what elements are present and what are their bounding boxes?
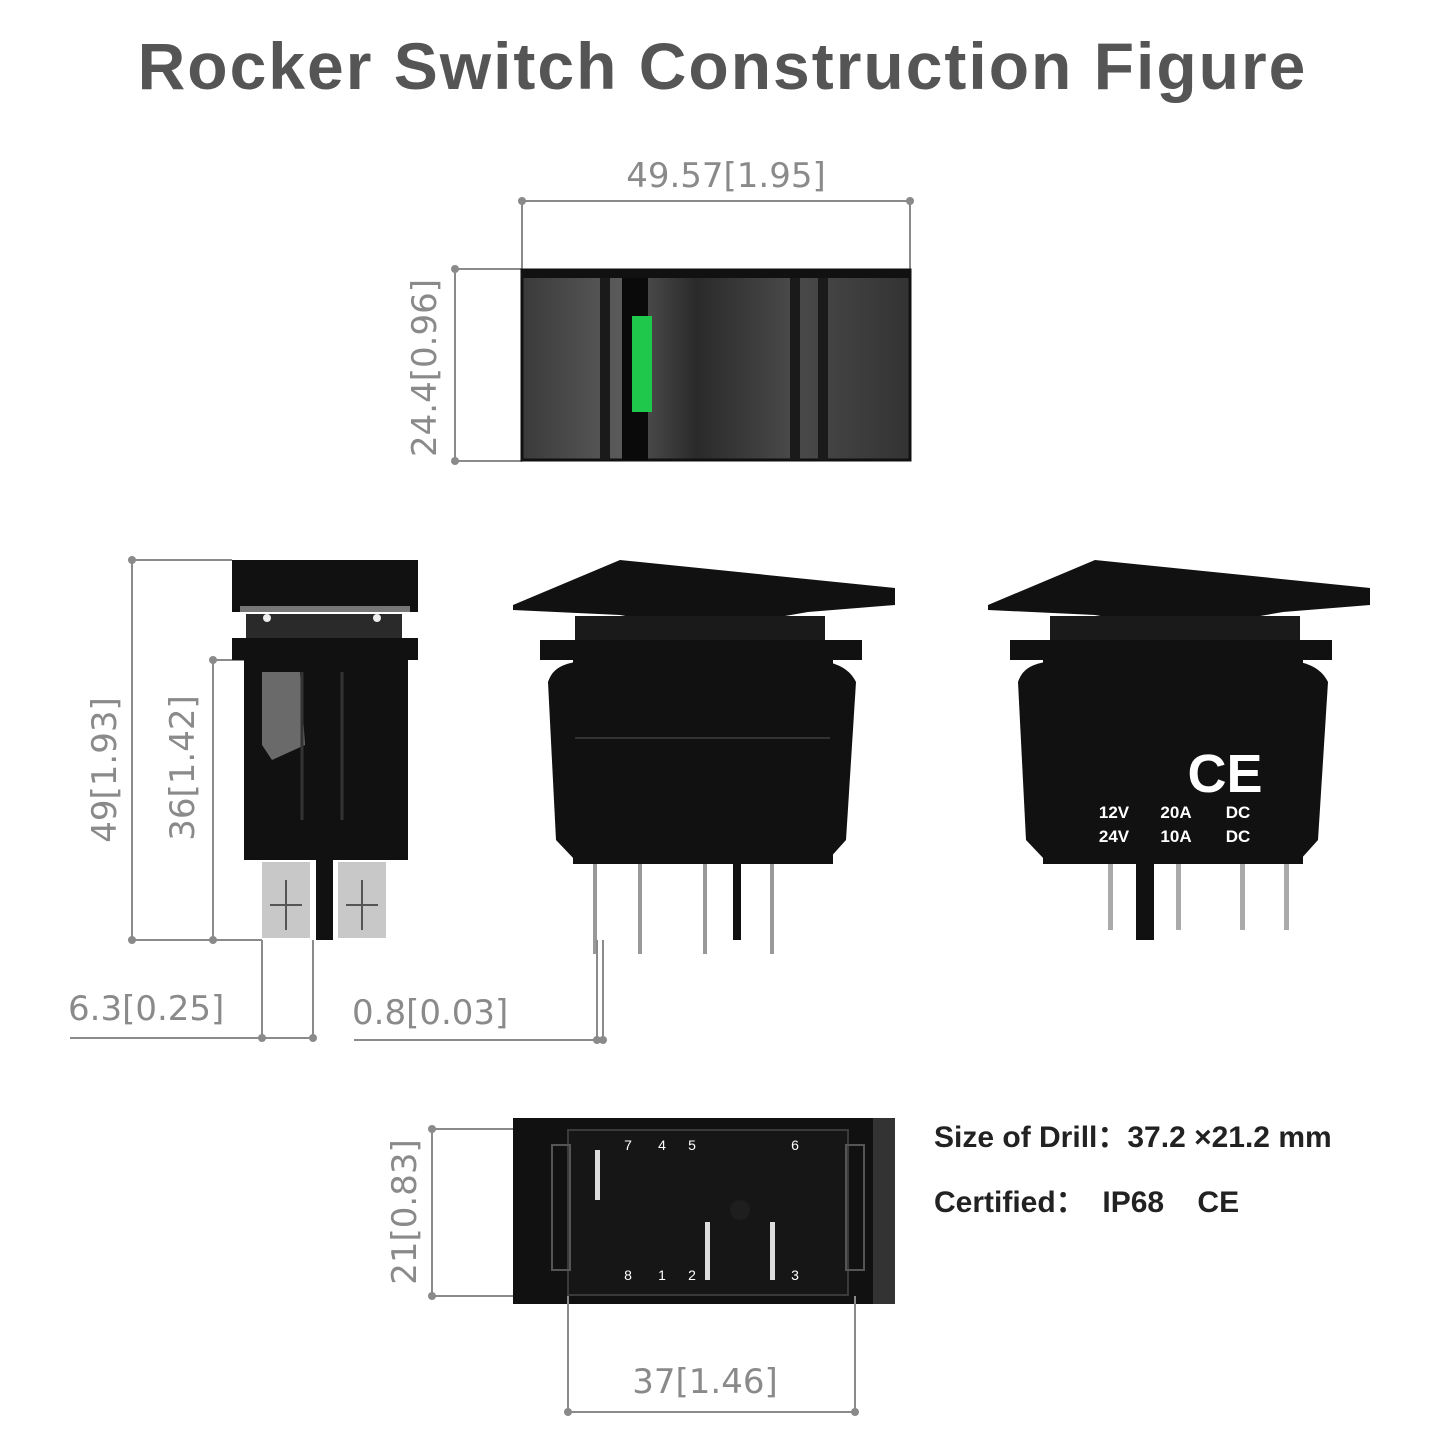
rocker-cap-side <box>232 560 418 612</box>
side-total-height-label: 49[1.93] <box>85 697 125 843</box>
indicator-light <box>632 316 652 412</box>
rating-type-2: DC <box>1226 827 1251 846</box>
pin-label: 3 <box>791 1267 799 1283</box>
rating-voltage-2: 24V <box>1099 827 1130 846</box>
rating-type-1: DC <box>1226 803 1251 822</box>
rocker-paddle-front <box>513 560 895 630</box>
side-view: 49[1.93] 36[1.42] 6.3[0.25] <box>68 556 418 1042</box>
rocker-cap-top <box>520 268 912 462</box>
certification-spec: Certified： IP68 CE <box>934 1186 1239 1219</box>
wire-lead <box>316 860 333 940</box>
rocker-paddle-rear <box>988 560 1370 630</box>
switch-body-rear <box>1043 660 1303 864</box>
pin-label: 6 <box>791 1137 799 1153</box>
drill-size-spec: Size of Drill：37.2 ×21.2 mm <box>934 1121 1332 1154</box>
terminal-width-label: 6.3[0.25] <box>68 989 224 1029</box>
rear-view: CE 12V 20A DC 24V 10A DC <box>988 560 1370 940</box>
ce-mark: CE <box>1187 744 1262 804</box>
top-height-label: 24.4[0.96] <box>405 279 445 457</box>
rating-voltage-1: 12V <box>1099 803 1130 822</box>
bottom-width-label: 37[1.46] <box>632 1362 778 1402</box>
pin-label: 4 <box>658 1137 666 1153</box>
pin-label: 2 <box>688 1267 696 1283</box>
pin-label: 5 <box>688 1137 696 1153</box>
pin-label: 7 <box>624 1137 632 1153</box>
switch-body-front <box>573 660 833 864</box>
terminal-thickness-label: 0.8[0.03] <box>352 993 508 1033</box>
top-width-label: 49.57[1.95] <box>626 156 826 196</box>
rating-current-2: 10A <box>1160 827 1191 846</box>
pin-label: 1 <box>658 1267 666 1283</box>
rating-current-1: 20A <box>1160 803 1191 822</box>
page-title: Rocker Switch Construction Figure <box>137 29 1308 103</box>
side-body-height-label: 36[1.42] <box>163 695 203 841</box>
front-view: 0.8[0.03] <box>352 560 895 1044</box>
pin-label: 8 <box>624 1267 632 1283</box>
bottom-view: 21[0.83] 7 4 5 6 8 1 2 3 37[1.46] <box>385 1118 895 1416</box>
top-view: 49.57[1.95] 24.4[0.96] <box>405 156 914 465</box>
bottom-height-label: 21[0.83] <box>385 1139 425 1285</box>
